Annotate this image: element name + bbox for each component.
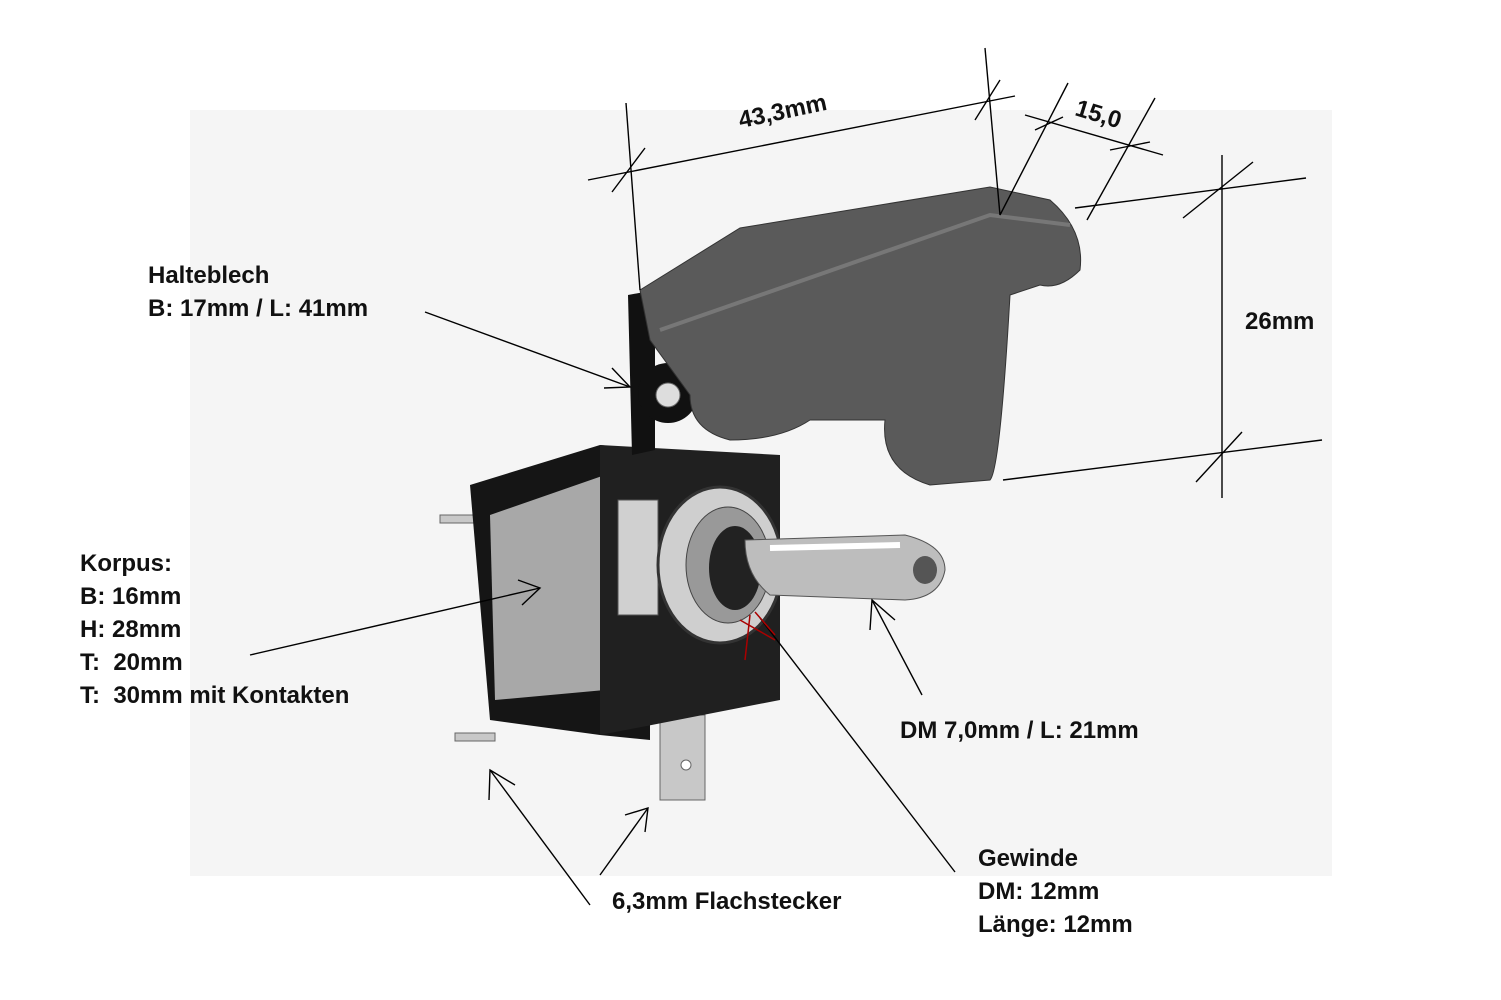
- korpus-depth-contacts: T: 30mm mit Kontakten: [80, 682, 350, 709]
- cover-height-label: 26mm: [1245, 308, 1315, 335]
- safety-cover: [628, 186, 1082, 486]
- dimension-lines: [249, 47, 1323, 906]
- korpus-width: B: 16mm: [80, 583, 182, 610]
- halteblech-title: Halteblech: [148, 262, 270, 289]
- korpus-height: H: 28mm: [80, 616, 182, 643]
- switch-body: [470, 445, 784, 740]
- thread-marker: [739, 611, 776, 661]
- korpus-title: Korpus:: [80, 550, 172, 577]
- gewinde-title: Gewinde: [978, 845, 1079, 872]
- connector-label: 6,3mm Flachstecker: [612, 888, 842, 915]
- lever-label: DM 7,0mm / L: 21mm: [900, 717, 1139, 744]
- halteblech-size: B: 17mm / L: 41mm: [148, 295, 369, 322]
- gewinde-length: Länge: 12mm: [978, 911, 1133, 938]
- gewinde-dm: DM: 12mm: [978, 878, 1100, 905]
- lever: [744, 534, 946, 601]
- korpus-depth: T: 20mm: [80, 649, 183, 676]
